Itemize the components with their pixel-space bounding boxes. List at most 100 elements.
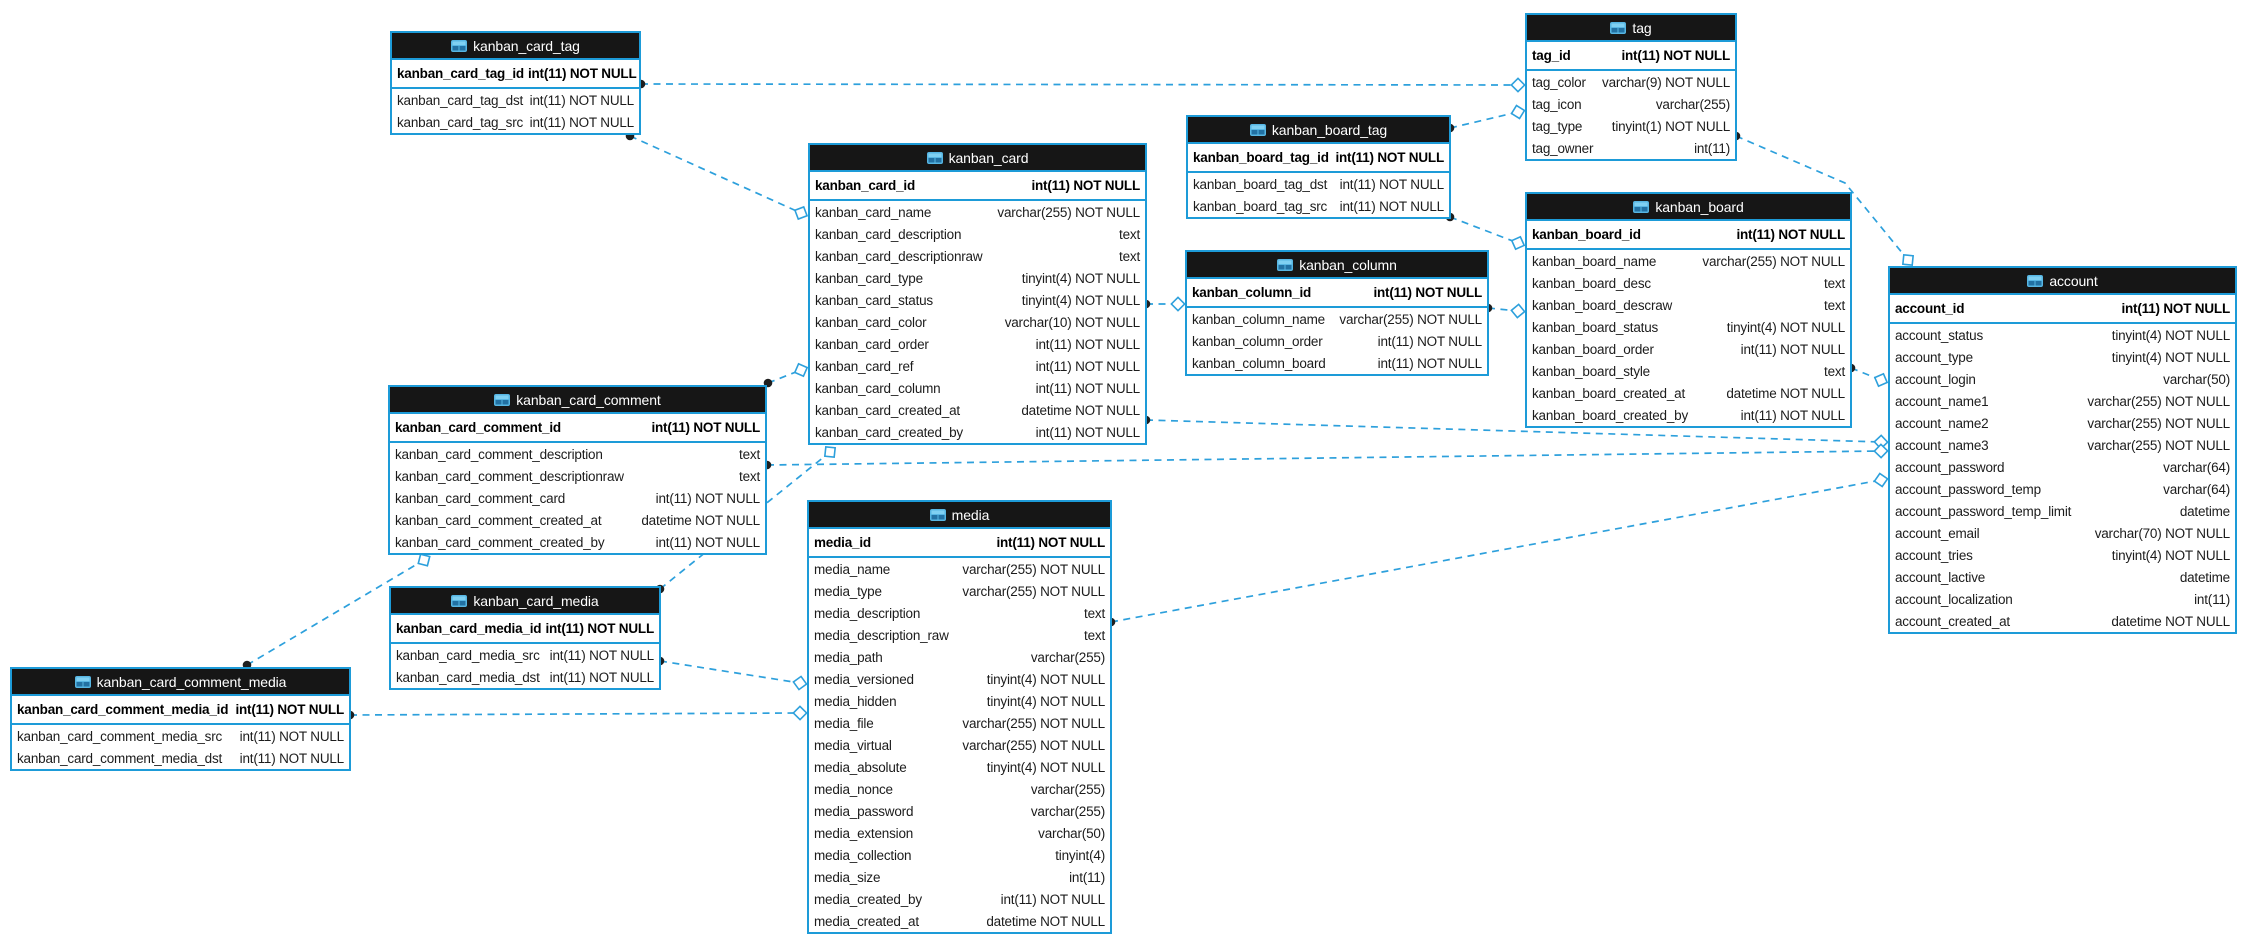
table-header[interactable]: media xyxy=(809,502,1110,529)
relationship-kanban_card_media-media[interactable] xyxy=(655,656,808,691)
relationship-kanban_card_tag-kanban_card[interactable] xyxy=(625,131,809,221)
table-header[interactable]: kanban_card xyxy=(810,145,1145,172)
relationship-kanban_card_comment-account[interactable] xyxy=(762,443,1889,470)
relationship-kanban_column-kanban_board[interactable] xyxy=(1483,303,1526,319)
relationship-dashed-line[interactable] xyxy=(1110,479,1882,623)
table-header[interactable]: kanban_card_media xyxy=(391,588,659,615)
relationship-dashed-line[interactable] xyxy=(659,451,831,590)
relationship-dashed-line[interactable] xyxy=(349,712,801,716)
relationship-kanban_board_tag-tag[interactable] xyxy=(1445,104,1526,133)
table-header[interactable]: kanban_column xyxy=(1187,252,1487,279)
relationship-media-account[interactable] xyxy=(1106,472,1889,627)
relationship-dashed-line[interactable] xyxy=(1145,419,1882,443)
table-header[interactable]: kanban_card_comment_media xyxy=(12,669,349,696)
table-header[interactable]: kanban_card_comment xyxy=(390,387,765,414)
relationship-kanban_card_comment_media-kanban_card_comment[interactable] xyxy=(242,553,431,670)
relationship-dashed-line[interactable] xyxy=(246,559,425,666)
table-header[interactable]: kanban_board xyxy=(1527,194,1850,221)
relationship-dashed-line[interactable] xyxy=(629,135,802,214)
relationship-dashed-line[interactable] xyxy=(659,660,801,684)
table-header[interactable]: account xyxy=(1890,268,2235,295)
relationship-kanban_board-account[interactable] xyxy=(1846,363,1889,388)
relationship-dashed-line[interactable] xyxy=(1449,111,1519,129)
relationship-kanban_card_tag-tag[interactable] xyxy=(636,77,1526,93)
relationship-kanban_card-kanban_column[interactable] xyxy=(1141,296,1186,312)
relationship-kanban_card_comment-kanban_card[interactable] xyxy=(763,362,809,388)
relationship-kanban_card_comment_media-media[interactable] xyxy=(345,705,808,721)
table-header[interactable]: tag xyxy=(1527,15,1735,42)
relationship-dashed-line[interactable] xyxy=(1735,135,1909,261)
table-header[interactable]: kanban_card_tag xyxy=(392,33,639,60)
